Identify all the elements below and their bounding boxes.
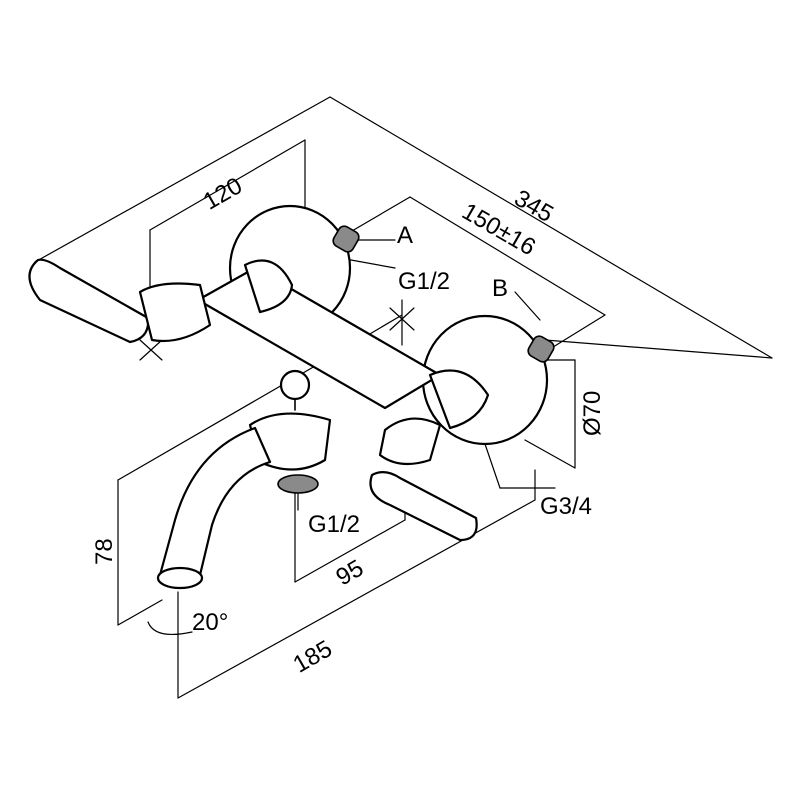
left-lever xyxy=(28,258,150,344)
label-g34: G3/4 xyxy=(540,493,592,520)
connector-a xyxy=(332,225,360,253)
label-g12-top: G1/2 xyxy=(398,268,450,295)
diverter-knob xyxy=(279,369,311,401)
dimension-185: 185 xyxy=(289,635,337,678)
faucet-body xyxy=(28,204,555,635)
spout xyxy=(158,426,272,584)
label-b: B xyxy=(492,275,508,302)
dimension-diameter: Ø70 xyxy=(579,391,606,436)
dimension-20deg: 20° xyxy=(192,609,228,636)
right-lever xyxy=(369,471,478,542)
dimension-120: 120 xyxy=(199,172,247,215)
label-a: A xyxy=(397,222,413,249)
dimension-95: 95 xyxy=(332,555,369,592)
dimension-78: 78 xyxy=(91,538,118,565)
dimension-345: 345 xyxy=(510,185,558,228)
label-g12-bottom: G1/2 xyxy=(308,511,360,538)
bottom-outlet xyxy=(277,474,319,494)
connector-b xyxy=(527,335,555,363)
